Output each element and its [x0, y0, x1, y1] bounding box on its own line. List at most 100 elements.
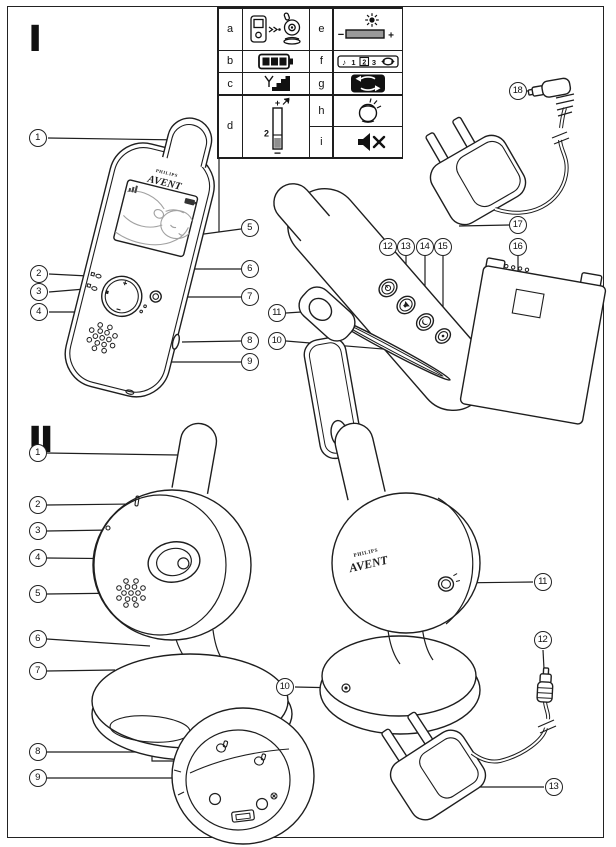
callout-s2-7: 7 — [28, 661, 47, 680]
brightness-plus: + — [388, 30, 394, 41]
callout-s2-9: 9 — [28, 768, 47, 787]
screen-baby-image — [114, 190, 194, 246]
parent-antenna-back — [273, 183, 331, 242]
side-button — [171, 333, 181, 350]
legend-key-e: e — [318, 23, 325, 36]
callout-s1-3: 3 — [29, 282, 48, 301]
legend-key-i: i — [320, 136, 323, 149]
cable-break-mark — [539, 725, 557, 734]
callout-s1-17: 17 — [508, 215, 527, 234]
legend-key-a: a — [227, 23, 234, 36]
callout-s1-14: 14 — [415, 237, 434, 256]
callout-s1-9: 9 — [240, 352, 259, 371]
page-border — [7, 6, 604, 838]
lullaby-repeat-icon — [380, 57, 395, 66]
lullaby-2: 2 — [362, 59, 366, 66]
callout-s1-5: 5 — [240, 218, 259, 237]
speaker-grille — [86, 322, 118, 354]
control-dial — [101, 275, 143, 318]
lullaby-note: ♪ — [342, 58, 346, 67]
camera-on-off-button — [437, 573, 461, 592]
camera-rear: PHILIPS AVENT — [319, 422, 481, 735]
camera-bottom-view — [171, 707, 315, 845]
camera-front — [91, 422, 293, 761]
unit-to-camera-link-icon — [242, 8, 309, 50]
camera-speaker-grille — [116, 578, 146, 608]
wall-mount-keyhole — [215, 740, 229, 753]
night-light-button — [415, 313, 435, 331]
battery-pack — [459, 257, 607, 425]
dc-plug-camera — [536, 667, 554, 703]
volume-level-gauge-icon: + 2 − — [242, 95, 309, 158]
callout-s2-1: 1 — [28, 443, 47, 462]
callout-s2-5: 5 — [28, 584, 47, 603]
screen-signal-icon — [128, 185, 138, 194]
callout-s1-13: 13 — [396, 237, 415, 256]
callout-s2-2: 2 — [28, 495, 47, 514]
dc-socket — [341, 683, 351, 693]
callout-s1-18: 18 — [508, 81, 527, 100]
callout-s2-12: 12 — [533, 630, 552, 649]
wall-mount-keyhole — [253, 753, 267, 766]
rubber-foot — [255, 797, 269, 811]
display-screen — [113, 179, 199, 258]
callout-s1-10: 10 — [267, 331, 286, 350]
brightness-minus: − — [338, 29, 344, 41]
camera-power-adapter — [381, 667, 557, 821]
power-button — [378, 278, 398, 298]
callout-s1-2: 2 — [29, 264, 48, 283]
rubber-foot — [208, 792, 222, 806]
callout-s2-8: 8 — [28, 742, 47, 761]
callout-s1-15: 15 — [433, 237, 452, 256]
callout-s2-11: 11 — [533, 572, 552, 591]
lullaby-selector-icon: ♪ 1 2 3 — [333, 50, 402, 72]
gauge-plus: + — [275, 98, 280, 108]
legend-key-c: c — [227, 77, 233, 90]
parent-unit-front: PHILIPS AVENT — [64, 117, 215, 398]
legend-key-f: f — [319, 55, 323, 68]
find-button — [434, 328, 452, 344]
repeat-icon — [333, 73, 402, 95]
mute-icon — [333, 127, 402, 158]
callout-s2-13: 13 — [544, 777, 563, 796]
callout-s1-11: 11 — [267, 303, 286, 322]
lullaby-1: 1 — [351, 58, 355, 67]
camera-head — [92, 489, 252, 641]
plug-spring-sleeve — [555, 93, 575, 117]
camera-antenna — [171, 422, 218, 494]
callout-s1-4: 4 — [29, 302, 48, 321]
camera-rear-antenna — [334, 422, 386, 501]
microphone-hole — [105, 525, 111, 531]
camera-rear-base — [321, 635, 477, 717]
indicator-leds — [86, 271, 102, 291]
legend-key-g: g — [318, 77, 325, 90]
callout-s1-8: 8 — [240, 331, 259, 350]
legend-key-b: b — [227, 55, 234, 68]
parent-antenna — [161, 117, 213, 168]
brightness-control-icon: − + — [333, 8, 402, 50]
legend-key-d: d — [227, 120, 234, 133]
cable-break-mark — [551, 131, 568, 139]
callout-s1-16: 16 — [508, 237, 527, 256]
screen-battery-icon — [184, 198, 197, 206]
legend-key-h: h — [318, 104, 325, 117]
talk-button — [139, 290, 162, 314]
cable-break-mark — [553, 137, 570, 145]
night-light-icon — [333, 95, 402, 126]
callout-s1-6: 6 — [240, 259, 259, 278]
callout-s2-3: 3 — [28, 521, 47, 540]
belt-clip-pivot — [298, 286, 356, 342]
brand-philips-camera: PHILIPS — [353, 547, 379, 558]
signal-strength-icon — [242, 73, 309, 95]
camera-rear-head — [331, 492, 481, 634]
callout-s2-6: 6 — [28, 629, 47, 648]
callout-s2-4: 4 — [28, 548, 47, 567]
cable-slot — [231, 809, 255, 823]
screw-mark — [270, 792, 278, 800]
battery-status-icon — [242, 50, 309, 72]
callout-s1-7: 7 — [240, 287, 259, 306]
camera-lens — [147, 541, 201, 583]
brand-philips-parent: PHILIPS — [155, 168, 178, 178]
